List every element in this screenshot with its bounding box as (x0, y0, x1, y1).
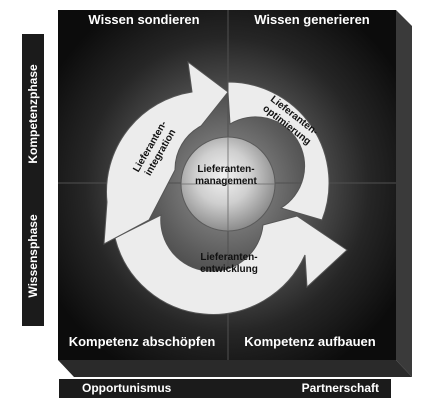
label-lieferantenentwicklung-line-1: Lieferanten- (200, 252, 258, 263)
axis-label-wissensphase: Wissensphase (26, 214, 40, 298)
label-lieferantenmanagement: Lieferanten- management (195, 164, 257, 188)
board-right-side (396, 10, 412, 377)
arrow-lieferantenentwicklung (114, 214, 348, 315)
label-lieferantenentwicklung: Lieferanten- entwicklung (200, 252, 258, 276)
vertical-axis-bar: Kompetenzphase Wissensphase (22, 34, 44, 326)
label-lieferantenmanagement-line-2: management (195, 176, 257, 187)
quadrant-label-kompetenz-aufbauen: Kompetenz aufbauen (244, 334, 376, 349)
axis-label-partnerschaft: Partnerschaft (301, 381, 379, 395)
quadrant-label-wissen-generieren: Wissen generieren (254, 12, 370, 27)
axis-label-opportunismus: Opportunismus (82, 381, 172, 395)
arrow-lieferantenoptimierung (227, 81, 330, 221)
arrow-lieferantenintegration (103, 60, 229, 245)
board-bottom-side (58, 360, 412, 377)
quadrant-label-wissen-sondieren: Wissen sondieren (88, 12, 200, 27)
quadrant-label-kompetenz-abschoepfen: Kompetenz abschöpfen (68, 334, 216, 349)
label-lieferantenentwicklung-line-2: entwicklung (200, 264, 258, 275)
label-lieferantenmanagement-line-1: Lieferanten- (197, 164, 255, 175)
horizontal-axis-bar: Opportunismus Partnerschaft (59, 379, 391, 398)
axis-label-kompetenzphase: Kompetenzphase (26, 64, 40, 164)
